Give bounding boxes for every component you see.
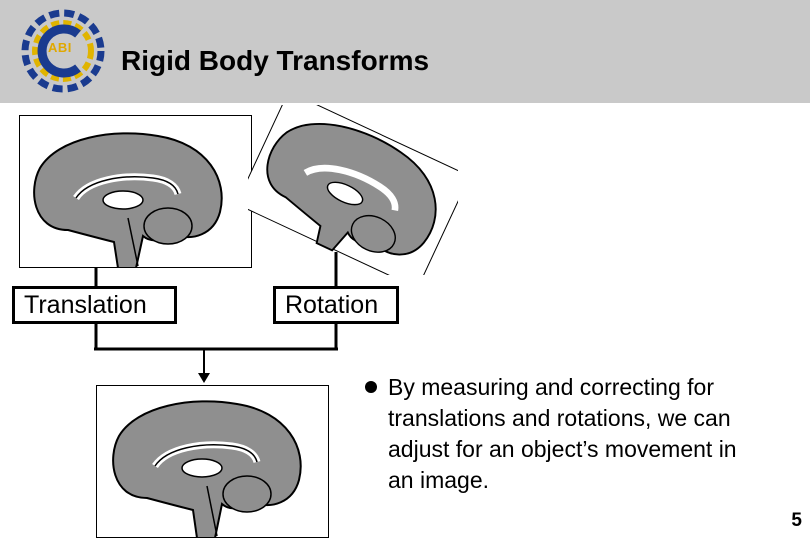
bullet-icon	[365, 381, 377, 393]
slide-header: ABI Rigid Body Transforms	[0, 0, 810, 103]
translation-label-text: Translation	[24, 291, 147, 319]
rotation-label: Rotation	[273, 286, 399, 324]
logo-text: ABI	[48, 40, 72, 55]
page-number: 5	[791, 510, 802, 531]
brain-panel-result	[96, 385, 329, 538]
abi-logo	[21, 9, 105, 93]
brain-sagittal-image	[33, 132, 223, 267]
brain-panel-rotation	[248, 105, 458, 275]
bullet-text: By measuring and correcting for translat…	[388, 374, 737, 493]
slide-title: Rigid Body Transforms	[121, 45, 430, 76]
translation-label: Translation	[12, 286, 177, 324]
brain-panel-translation	[19, 115, 252, 268]
brain-sagittal-image	[112, 400, 302, 537]
rotation-label-text: Rotation	[285, 291, 379, 319]
